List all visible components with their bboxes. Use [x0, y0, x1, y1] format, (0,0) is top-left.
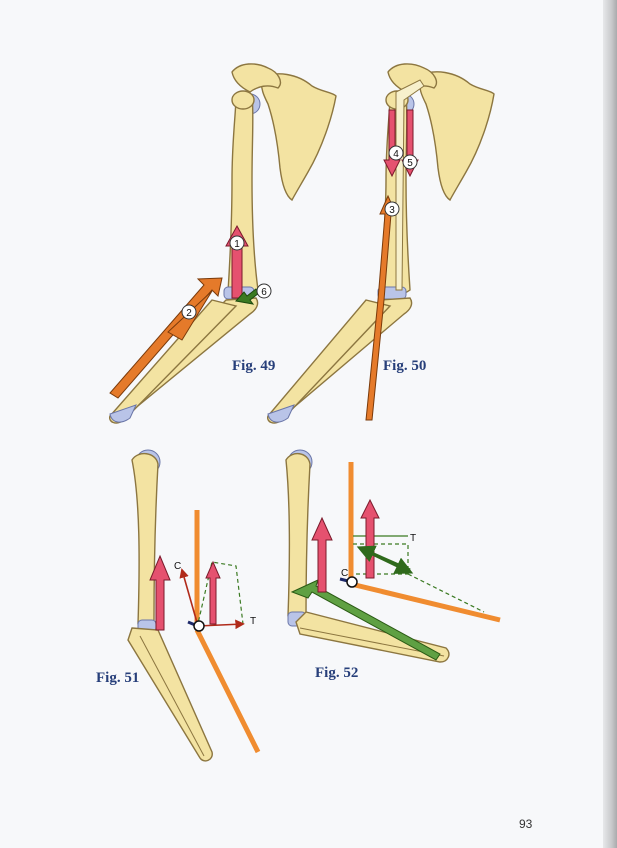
svg-text:5: 5: [407, 158, 413, 169]
pivot-point: [194, 621, 204, 631]
svg-text:3: 3: [389, 205, 395, 216]
marker-6: 6: [257, 284, 271, 298]
marker-1: 1: [230, 236, 244, 250]
marker-3: 3: [385, 202, 399, 216]
force-parallelogram: [197, 562, 243, 628]
fig-52-illustration: C T: [286, 450, 500, 662]
svg-text:T: T: [250, 616, 256, 627]
forearm-axis: [197, 630, 258, 752]
scapula: [261, 74, 336, 200]
marker-5: 5: [403, 155, 417, 169]
fig-49-illustration: 1 2 6: [110, 64, 336, 423]
pivot-point: [347, 577, 357, 587]
radius: [110, 300, 236, 423]
page-number: 93: [519, 817, 532, 831]
forearm-axis: [351, 584, 500, 620]
marker-4: 4: [389, 146, 403, 160]
svg-text:1: 1: [234, 239, 240, 250]
scapula: [419, 72, 494, 200]
fig-50-caption: Fig. 50: [383, 358, 426, 375]
svg-text:2: 2: [186, 308, 192, 319]
fig-49-caption: Fig. 49: [232, 358, 275, 375]
humeral-head: [232, 91, 254, 109]
tangential-vector: [198, 624, 243, 626]
forearm-bone-line: [140, 636, 204, 756]
fig-52-caption: Fig. 52: [315, 665, 358, 682]
fig-51-illustration: C T: [128, 450, 258, 761]
svg-text:C: C: [341, 568, 348, 579]
humerus: [132, 454, 158, 628]
resultant-arrow: [206, 562, 220, 624]
fig-51-caption: Fig. 51: [96, 670, 139, 687]
forearm: [128, 628, 212, 761]
svg-text:4: 4: [393, 149, 399, 160]
resultant-arrow: [361, 500, 379, 578]
svg-text:6: 6: [261, 287, 267, 298]
svg-text:T: T: [410, 533, 416, 544]
marker-2: 2: [182, 305, 196, 319]
svg-text:C: C: [174, 561, 181, 572]
